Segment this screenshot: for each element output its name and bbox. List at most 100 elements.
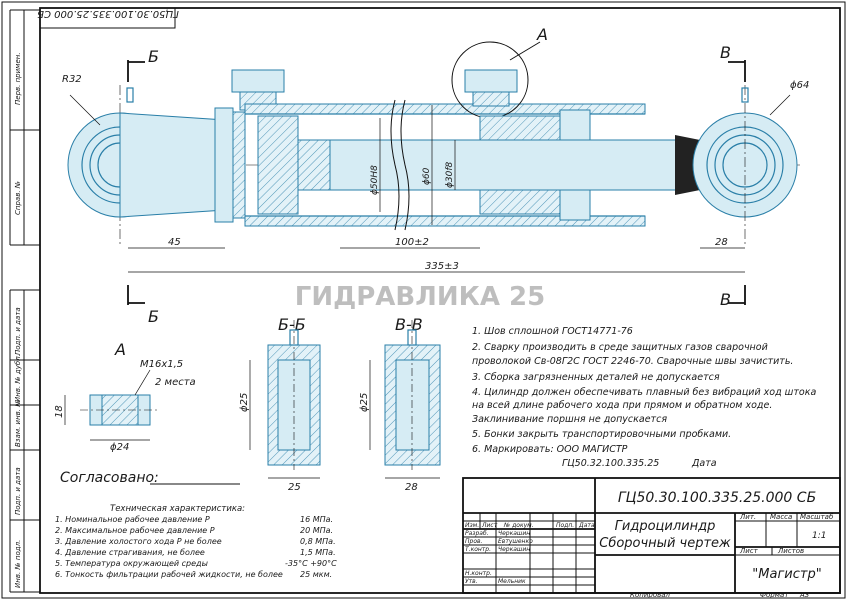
piston [257, 115, 299, 215]
hdr-podp: Подп. [556, 522, 574, 529]
scale-value: 1:1 [812, 531, 826, 541]
copied-label: Копировал [630, 591, 671, 599]
note-line-9: 6. Маркировать: ООО МАГИСТР [472, 444, 628, 455]
dim-25: 25 [288, 482, 301, 493]
note-line-4: 3. Сборка загрязненных деталей не допуск… [472, 372, 720, 383]
role-nkontr: Н.контр. [465, 570, 492, 577]
sheets-label: Листов [777, 547, 804, 555]
spec-title: Техническая характеристика: [110, 504, 245, 514]
role-razrab: Разраб. [465, 530, 489, 537]
note-line-10: ГЦ50.32.100.335.25 [562, 458, 659, 469]
detail-A-view: А M16x1,5 2 места 18 ϕ24 [54, 340, 196, 453]
note-line-5: 4. Цилиндр должен обеспечивать плавный б… [472, 387, 816, 398]
cylinder-main-view [67, 41, 800, 305]
title-name-1: Гидроцилиндр [615, 519, 716, 534]
inner-frame [39, 7, 841, 594]
agreed-label: Согласовано: [60, 470, 159, 486]
stamp-podp-data-1: Подп. и дата [14, 307, 22, 355]
stamp-inv-podl: Инв. № подл. [14, 540, 22, 588]
name-utv: Мельник [498, 578, 526, 585]
note-line-3: проволокой Св-08Г2С ГОСТ 2246-70. Свароч… [472, 356, 793, 367]
dim-335: 335±3 [425, 261, 459, 272]
spec-table: Техническая характеристика: 1. Номинальн… [55, 504, 337, 579]
dim-phi30f8: ϕ30f8 [445, 161, 455, 188]
note-line-7: Заклинивание поршня не допускается [472, 414, 667, 425]
stamp-podp-data-2: Подп. и дата [14, 467, 22, 515]
dim-phi25-b: ϕ25 [359, 393, 370, 412]
label-callout-A: А [536, 25, 548, 44]
piston-rod [329, 139, 691, 191]
spec-row-4-value: 1,5 МПа. [300, 548, 336, 557]
spec-row-4-label: 4. Давление страгивания, не более [55, 548, 205, 557]
front-port-boss [464, 69, 518, 93]
col-lit: Лит. [739, 513, 756, 521]
spec-row-2-value: 20 МПа. [300, 526, 333, 535]
format-label: Формат [760, 591, 789, 599]
note-line-1: 1. Шов сплошной ГОСТ14771-76 [472, 326, 633, 337]
rear-port-boss [231, 69, 285, 93]
title-doc-code: ГЦ50.30.100.335.25.000 СБ [618, 490, 816, 506]
hdr-doc: № докум. [503, 522, 534, 529]
spec-row-3-label: 3. Давление холостого хода P не более [55, 537, 222, 546]
dim-places: 2 места [155, 377, 196, 388]
label-B-bottom: Б [148, 307, 159, 326]
note-line-2: 2. Сварку производить в среде защитных г… [472, 342, 768, 353]
dim-45: 45 [168, 237, 181, 248]
sheet-label: Лист [739, 547, 759, 555]
spec-row-6-value: 25 мкм. [300, 570, 332, 579]
label-view-A: А [114, 340, 126, 359]
dim-phi60: ϕ60 [422, 167, 432, 185]
stamp-perv-primen: Перв. примен. [14, 52, 22, 105]
rotated-code-box [39, 7, 176, 29]
hdr-date: Дата [578, 522, 595, 529]
note-line-11: Дата [691, 458, 717, 469]
spec-row-1-label: 1. Номинальное рабочее давление P [55, 515, 210, 524]
stamp-sprav-no: Справ. № [14, 181, 22, 215]
role-utv: Утв. [465, 578, 478, 585]
section-BB: Б-Б ϕ25 25 [239, 315, 321, 493]
role-tkontr: Т.контр. [465, 546, 491, 553]
hdr-izm: Изм. [465, 522, 479, 529]
dim-phi24: ϕ24 [110, 442, 129, 453]
section-VV: В-В ϕ25 28 [359, 315, 441, 493]
label-section-BB: Б-Б [278, 315, 306, 334]
stamp-vzam-inv: Взам. инв. № [14, 399, 22, 447]
dim-r32: R32 [62, 74, 82, 85]
label-section-VV: В-В [395, 315, 423, 334]
stamp-inv-dubl: Инв. № дубл. [14, 354, 22, 402]
watermark: ГИДРАВЛИКА 25 [295, 282, 545, 312]
role-prov: Пров. [465, 538, 483, 545]
label-V-bottom: В [720, 290, 731, 309]
rear-cap [214, 107, 234, 223]
spec-row-6-label: 6. Тонкость фильтрации рабочей жидкости,… [55, 570, 283, 579]
rod-weld [675, 135, 700, 195]
company-name: "Магистр" [752, 567, 821, 582]
col-massa: Масса [770, 513, 792, 521]
label-B-top: Б [148, 47, 159, 66]
spec-row-1-value: 16 МПа. [300, 515, 333, 524]
spec-row-5-value: -35°С +90°С [285, 559, 337, 568]
dim-28: 28 [715, 237, 728, 248]
note-line-6: на всей длине рабочего хода при прямом и… [472, 400, 772, 411]
spec-row-3-value: 0,8 МПа. [300, 537, 336, 546]
label-V-top: В [720, 43, 731, 62]
side-stamp: Перв. примен. Справ. № Подп. и дата Инв.… [9, 9, 40, 593]
title-name-2: Сборочный чертеж [599, 536, 731, 551]
notes-block: 1. Шов сплошной ГОСТ14771-76 2. Сварку п… [472, 326, 816, 469]
title-block: ГЦ50.30.100.335.25.000 СБ Гидроцилиндр С… [462, 477, 841, 594]
spec-row-2-label: 2. Максимальное рабочее давление P [55, 526, 215, 535]
note-line-8: 5. Бонки закрыть транспортировочными про… [472, 429, 731, 440]
dim-28b: 28 [405, 482, 418, 493]
dim-phi50h8: ϕ50H8 [370, 165, 380, 195]
dim-100: 100±2 [395, 237, 429, 248]
dim-m16: M16x1,5 [140, 359, 183, 370]
hdr-list: Лист [481, 522, 498, 529]
rotated-doc-code: ГЦ50.30.100.335.25.000 СБ [37, 8, 179, 19]
dim-phi64: ϕ64 [790, 80, 809, 91]
format-value: А3 [799, 591, 809, 599]
name-tkontr: Черкашин [498, 546, 530, 553]
spec-row-5-label: 5. Температура окружающей среды [55, 559, 208, 568]
name-prov: Евтушенко [498, 538, 533, 545]
